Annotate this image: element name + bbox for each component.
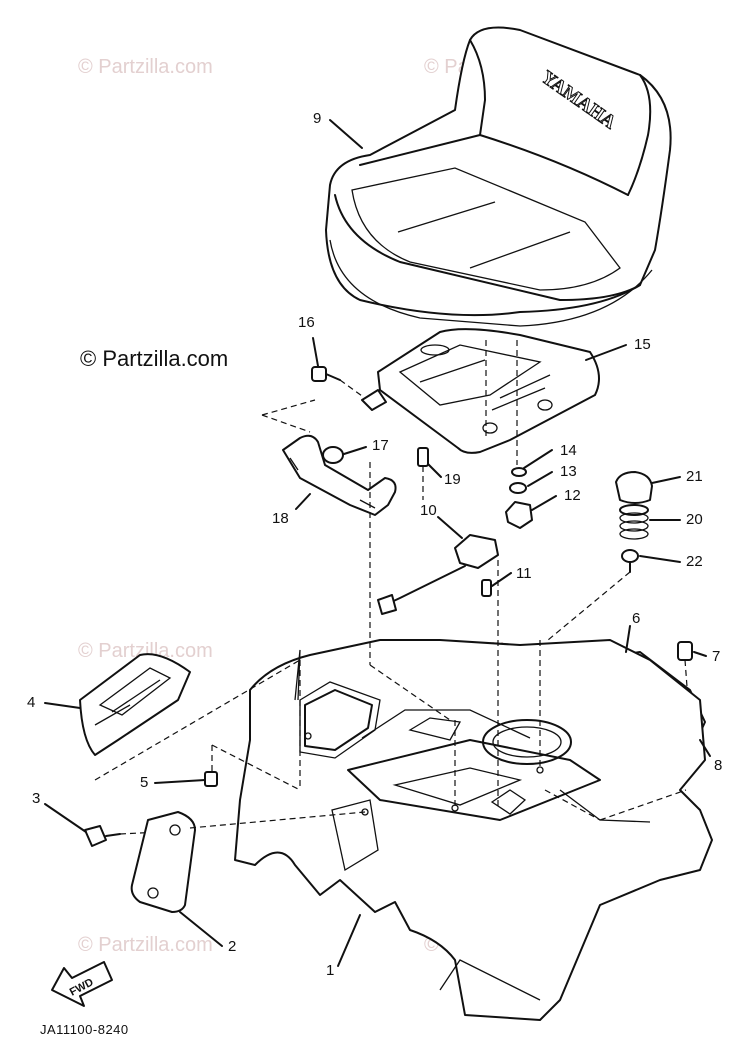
callout-leaders [44, 119, 711, 967]
fwd-arrow-icon: FWD [51, 961, 113, 1007]
callout-3: 3 [32, 790, 41, 807]
callout-7: 7 [712, 648, 721, 665]
part-15-seat-bracket [361, 328, 600, 454]
callout-12: 12 [564, 487, 581, 504]
callout-14: 14 [560, 442, 577, 459]
watermark-top-left: © Partzilla.com [78, 56, 213, 78]
part-19-bolt [417, 447, 429, 500]
part-13-washer [509, 482, 527, 494]
part-22-bolt [547, 549, 639, 641]
part-20-spring [619, 504, 649, 540]
part-5-screw [204, 771, 218, 787]
callout-18: 18 [272, 510, 289, 527]
callout-9: 9 [313, 110, 322, 127]
callout-2: 2 [228, 938, 237, 955]
part-9-seat: YAMAHA [325, 26, 672, 327]
part-21-cap [615, 471, 653, 504]
part-17-collar [322, 446, 344, 464]
assembly-lines [94, 340, 687, 829]
callout-5: 5 [140, 774, 149, 791]
part-14-washer [511, 467, 527, 477]
callout-20: 20 [686, 511, 703, 528]
callout-4: 4 [27, 694, 36, 711]
callout-13: 13 [560, 463, 577, 480]
part-11-bolt [481, 579, 492, 597]
callout-21: 21 [686, 468, 703, 485]
callout-17: 17 [372, 437, 389, 454]
part-3-bolt [84, 825, 161, 847]
callout-11: 11 [516, 565, 532, 582]
part-4-side-cover [79, 653, 191, 756]
part-12-nut [505, 340, 533, 529]
callout-6: 6 [632, 610, 641, 627]
callout-16: 16 [298, 314, 315, 331]
callout-22: 22 [686, 553, 703, 570]
watermark-primary: © Partzilla.com [80, 346, 229, 371]
callout-8: 8 [714, 757, 723, 774]
watermark-lower-left: © Partzilla.com [78, 640, 213, 662]
part-18-bracket [261, 399, 397, 516]
part-16-bolt [311, 366, 363, 397]
part-1-rear-fender [234, 639, 713, 1021]
callout-1: 1 [326, 962, 335, 979]
part-2-panel [130, 811, 196, 913]
figure-code: JA11100-8240 [40, 1022, 129, 1037]
part-10-seat-lock [377, 534, 499, 615]
callout-15: 15 [634, 336, 651, 353]
callout-10: 10 [420, 502, 437, 519]
watermark-bottom-left: © Partzilla.com [78, 934, 213, 956]
callout-19: 19 [444, 471, 461, 488]
